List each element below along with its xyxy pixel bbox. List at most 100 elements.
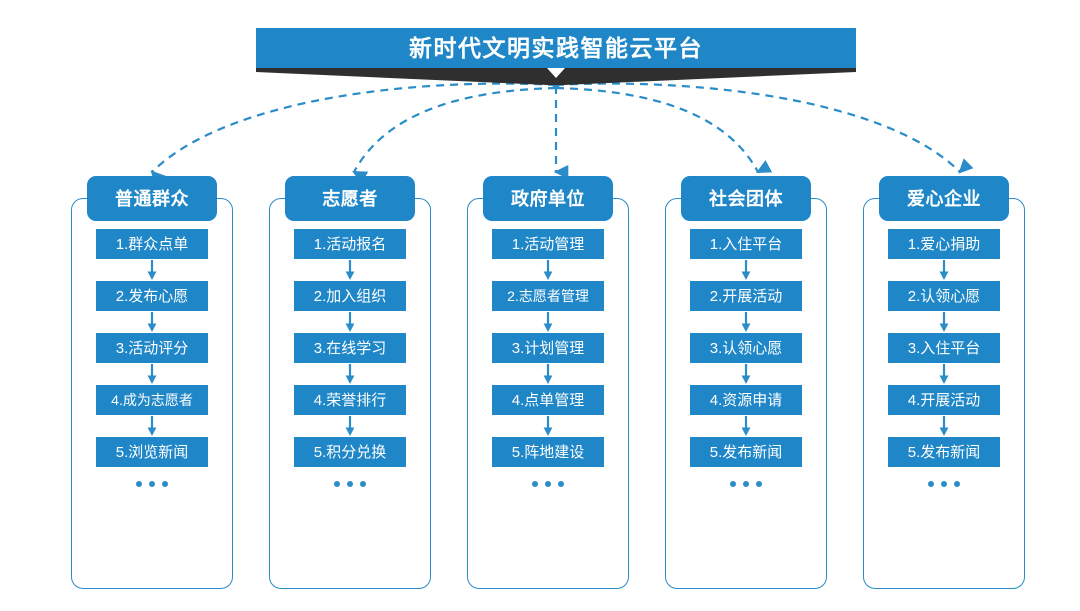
more-items-ellipsis [136, 481, 168, 487]
column-header-label: 社会团体 [709, 188, 783, 209]
step-item[interactable]: 2.开展活动 [690, 281, 802, 311]
down-arrow-icon [543, 416, 553, 436]
column-header-ordinary-public[interactable]: 普通群众 [87, 176, 217, 221]
column-volunteer[interactable]: 志愿者 1.活动报名 2.加入组织 3.在线学习 4.荣誉排行 5.积分兑换 [269, 176, 431, 589]
down-arrow-icon [741, 260, 751, 280]
column-charitable-enterprise[interactable]: 爱心企业 1.爱心捐助 2.认领心愿 3.入住平台 4.开展活动 5.发布新闻 [863, 176, 1025, 589]
connector-to-column-1 [150, 82, 557, 186]
step-label: 4.荣誉排行 [313, 391, 387, 409]
step-item[interactable]: 5.积分兑换 [294, 437, 406, 467]
step-item[interactable]: 1.群众点单 [96, 229, 208, 259]
down-arrow-icon [147, 312, 157, 332]
step-item[interactable]: 1.活动报名 [294, 229, 406, 259]
column-header-government-unit[interactable]: 政府单位 [483, 176, 613, 221]
column-steps-list: 1.活动报名 2.加入组织 3.在线学习 4.荣誉排行 5.积分兑换 [270, 229, 430, 487]
step-item[interactable]: 4.资源申请 [690, 385, 802, 415]
banner-shadow-wedge [256, 68, 856, 85]
down-arrow-icon [147, 364, 157, 384]
step-item[interactable]: 3.计划管理 [492, 333, 604, 363]
page-title: 新时代文明实践智能云平台 [409, 34, 703, 61]
step-label: 5.发布新闻 [907, 443, 981, 461]
step-item[interactable]: 4.开展活动 [888, 385, 1000, 415]
step-item[interactable]: 4.荣誉排行 [294, 385, 406, 415]
platform-title-banner: 新时代文明实践智能云平台 [256, 28, 856, 85]
column-steps-list: 1.活动管理 2.志愿者管理 3.计划管理 4.点单管理 5.阵地建设 [468, 229, 628, 487]
step-label: 4.开展活动 [907, 391, 981, 409]
down-arrow-icon [741, 312, 751, 332]
column-ordinary-public[interactable]: 普通群众 1.群众点单 2.发布心愿 3.活动评分 4.成为志愿者 5.浏览新闻 [71, 176, 233, 589]
step-label: 3.活动评分 [115, 339, 189, 357]
step-label: 1.群众点单 [115, 235, 189, 253]
more-items-ellipsis [334, 481, 366, 487]
connector-to-column-2 [352, 86, 557, 185]
step-label: 4.资源申请 [709, 391, 783, 409]
column-header-label: 政府单位 [511, 188, 585, 209]
step-label: 3.入住平台 [907, 339, 981, 357]
down-arrow-icon [345, 416, 355, 436]
banner-bar: 新时代文明实践智能云平台 [256, 28, 856, 68]
step-item[interactable]: 5.阵地建设 [492, 437, 604, 467]
step-label: 4.成为志愿者 [111, 392, 193, 408]
step-label: 2.认领心愿 [907, 287, 981, 305]
column-header-label: 普通群众 [115, 188, 189, 209]
step-item[interactable]: 2.加入组织 [294, 281, 406, 311]
step-label: 1.活动报名 [313, 235, 387, 253]
column-header-label: 爱心企业 [907, 188, 981, 209]
column-header-label: 志愿者 [322, 188, 378, 209]
step-item[interactable]: 3.在线学习 [294, 333, 406, 363]
connector-to-column-5 [555, 82, 974, 174]
step-label: 2.开展活动 [709, 287, 783, 305]
column-steps-list: 1.爱心捐助 2.认领心愿 3.入住平台 4.开展活动 5.发布新闻 [864, 229, 1024, 487]
step-label: 5.浏览新闻 [115, 443, 189, 461]
step-label: 1.入住平台 [709, 235, 783, 253]
step-label: 3.认领心愿 [709, 339, 783, 357]
step-label: 4.点单管理 [511, 391, 585, 409]
step-item[interactable]: 2.认领心愿 [888, 281, 1000, 311]
step-label: 3.在线学习 [313, 339, 387, 357]
down-arrow-icon [741, 364, 751, 384]
column-steps-list: 1.入住平台 2.开展活动 3.认领心愿 4.资源申请 5.发布新闻 [666, 229, 826, 487]
step-item[interactable]: 1.爱心捐助 [888, 229, 1000, 259]
step-label: 2.发布心愿 [115, 287, 189, 305]
column-header-charitable-enterprise[interactable]: 爱心企业 [879, 176, 1009, 221]
step-item[interactable]: 2.发布心愿 [96, 281, 208, 311]
step-item[interactable]: 5.浏览新闻 [96, 437, 208, 467]
step-item[interactable]: 1.活动管理 [492, 229, 604, 259]
step-item[interactable]: 3.活动评分 [96, 333, 208, 363]
down-arrow-icon [543, 260, 553, 280]
column-social-group[interactable]: 社会团体 1.入住平台 2.开展活动 3.认领心愿 4.资源申请 5.发布新闻 [665, 176, 827, 589]
down-arrow-icon [543, 364, 553, 384]
down-arrow-icon [741, 416, 751, 436]
step-item[interactable]: 4.点单管理 [492, 385, 604, 415]
step-item[interactable]: 5.发布新闻 [888, 437, 1000, 467]
down-arrow-icon [345, 260, 355, 280]
down-arrow-icon [939, 260, 949, 280]
step-label: 1.爱心捐助 [907, 235, 981, 253]
step-item[interactable]: 4.成为志愿者 [96, 385, 208, 415]
column-header-volunteer[interactable]: 志愿者 [285, 176, 415, 221]
more-items-ellipsis [532, 481, 564, 487]
down-arrow-icon [939, 312, 949, 332]
step-label: 3.计划管理 [511, 339, 585, 357]
step-item[interactable]: 2.志愿者管理 [492, 281, 604, 311]
banner-chevron-notch [547, 68, 565, 78]
column-government-unit[interactable]: 政府单位 1.活动管理 2.志愿者管理 3.计划管理 4.点单管理 5.阵地建设 [467, 176, 629, 589]
down-arrow-icon [939, 416, 949, 436]
step-label: 1.活动管理 [511, 235, 585, 253]
step-item[interactable]: 1.入住平台 [690, 229, 802, 259]
step-item[interactable]: 5.发布新闻 [690, 437, 802, 467]
step-label: 2.加入组织 [313, 287, 387, 305]
connector-to-column-4 [555, 86, 773, 174]
down-arrow-icon [345, 364, 355, 384]
step-item[interactable]: 3.认领心愿 [690, 333, 802, 363]
down-arrow-icon [939, 364, 949, 384]
step-label: 5.积分兑换 [313, 443, 387, 461]
down-arrow-icon [147, 416, 157, 436]
down-arrow-icon [147, 260, 157, 280]
step-label: 5.发布新闻 [709, 443, 783, 461]
step-item[interactable]: 3.入住平台 [888, 333, 1000, 363]
column-header-social-group[interactable]: 社会团体 [681, 176, 811, 221]
step-label: 5.阵地建设 [511, 443, 585, 461]
down-arrow-icon [345, 312, 355, 332]
